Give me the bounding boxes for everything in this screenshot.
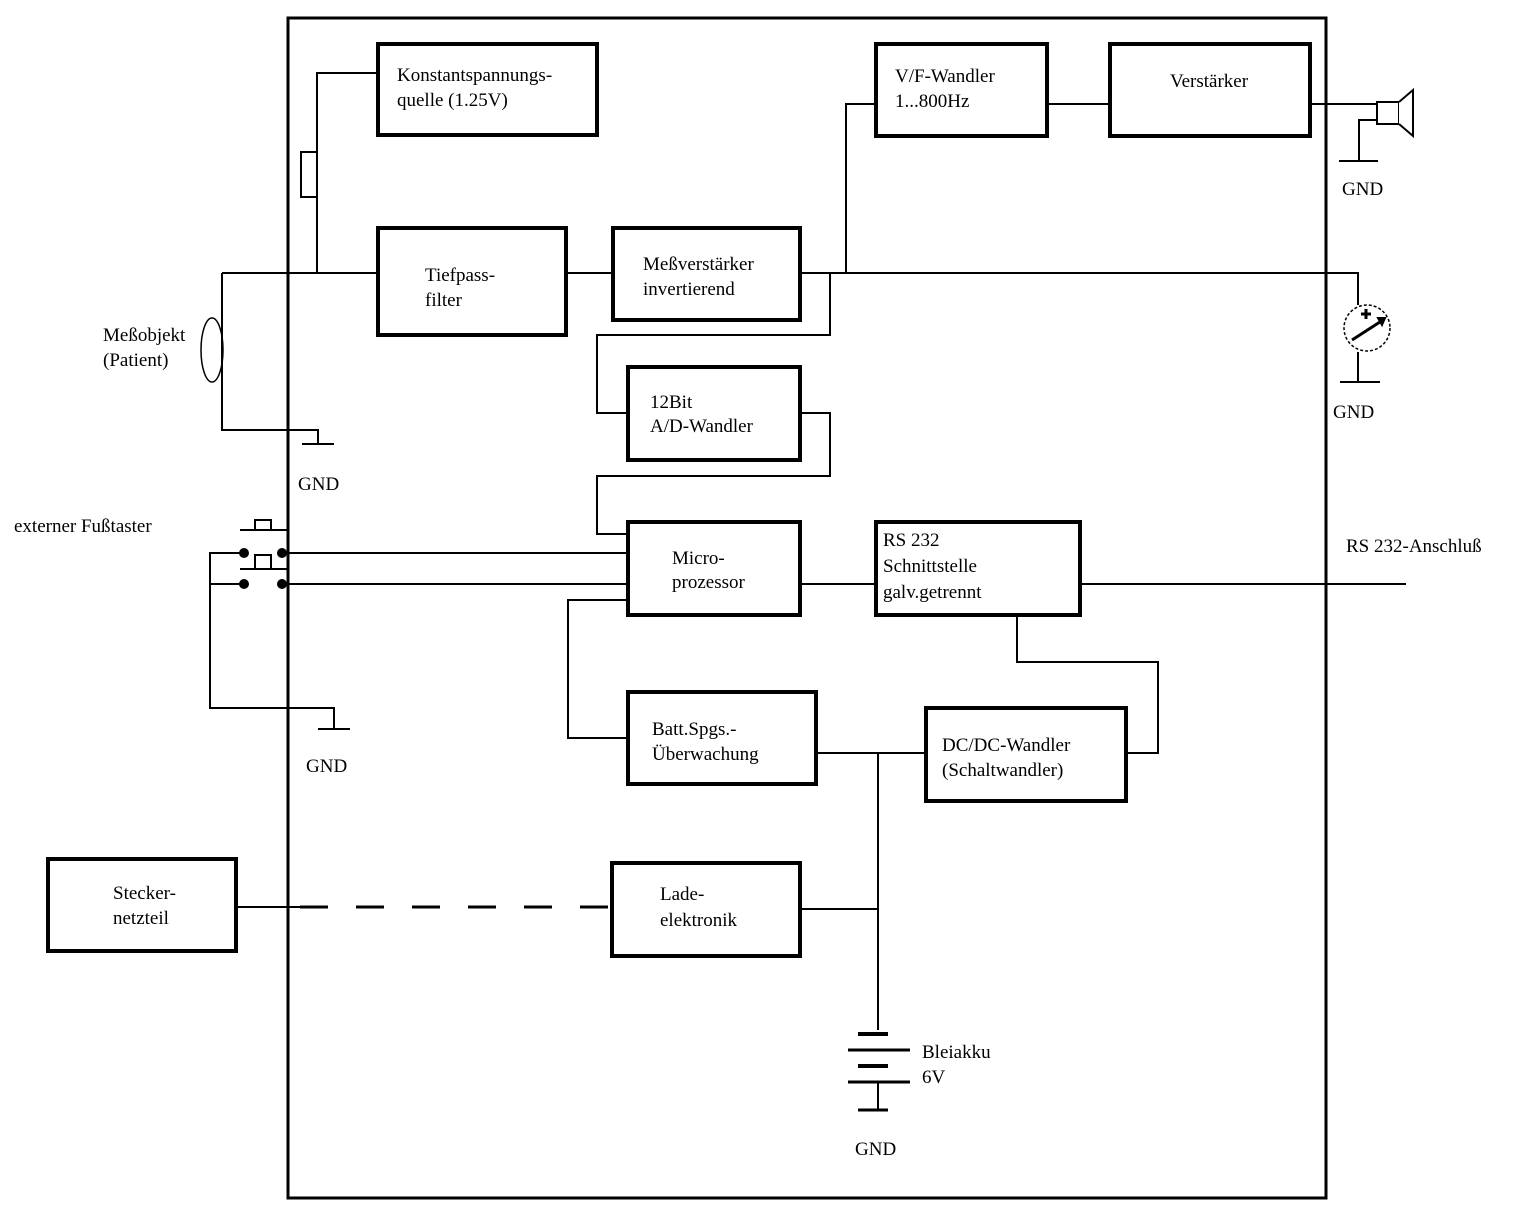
label-fusstaster: externer Fußtaster: [14, 516, 152, 537]
block-microprozessor: Micro- prozessor: [626, 520, 802, 617]
wire-fs-gnd: [209, 552, 335, 728]
electrode-icon: [200, 317, 224, 383]
wires: [209, 72, 1406, 1112]
device-enclosure: [286, 16, 1328, 1200]
svg-text:elektronik: elektronik: [660, 910, 738, 931]
svg-text:netzteil: netzteil: [113, 908, 169, 929]
svg-text:Überwachung: Überwachung: [652, 744, 759, 765]
svg-text:(Schaltwandler): (Schaltwandler): [942, 760, 1063, 781]
resistor-icon: [300, 151, 318, 198]
wire-kq-upper: [316, 72, 378, 152]
block-batt-ueberwachung: Batt.Spgs.- Überwachung: [626, 690, 818, 786]
wire-rs232-dcdc: [1016, 617, 1159, 754]
block-messverstaerker: Meßverstärker invertierend: [611, 226, 802, 322]
svg-text:A/D-Wandler: A/D-Wandler: [650, 416, 754, 437]
wire-adc-micro: [596, 412, 831, 535]
svg-text:quelle (1.25V): quelle (1.25V): [397, 90, 508, 111]
wire-mv-vf: [845, 103, 876, 273]
label-gnd-meter: GND: [1333, 402, 1374, 423]
block-verstaerker: Verstärker: [1108, 42, 1312, 138]
label-gnd-speaker: GND: [1342, 179, 1383, 200]
wire-mv-meter: [800, 272, 1359, 305]
label-gnd-patient: GND: [298, 474, 339, 495]
block-ad-wandler: 12Bit A/D-Wandler: [626, 365, 802, 462]
meter-icon: [1343, 304, 1391, 352]
svg-text:DC/DC-Wandler: DC/DC-Wandler: [942, 735, 1071, 756]
block-vf-wandler: V/F-Wandler 1...800Hz: [874, 42, 1049, 138]
block-ladeelektronik: Lade- elektronik: [610, 861, 802, 958]
label-bleiakku: Bleiakku: [922, 1042, 991, 1063]
svg-text:1...800Hz: 1...800Hz: [895, 91, 969, 112]
svg-text:12Bit: 12Bit: [650, 392, 693, 413]
block-rs232: RS 232 Schnittstelle galv.getrennt: [874, 520, 1082, 617]
svg-text:Lade-: Lade-: [660, 884, 704, 905]
svg-text:filter: filter: [425, 290, 463, 311]
wire-patient-gnd: [221, 273, 319, 444]
block-tiefpass: Tiefpass- filter: [376, 226, 568, 337]
label-messobjekt: Meßobjekt: [103, 325, 186, 346]
svg-text:invertierend: invertierend: [643, 279, 735, 300]
block-konstantspannung: Konstantspannungs- quelle (1.25V): [376, 42, 599, 137]
label-patient: (Patient): [103, 350, 168, 371]
svg-text:Meßverstärker: Meßverstärker: [643, 254, 754, 275]
block-steckernetzteil: Stecker- netzteil: [46, 857, 238, 953]
svg-text:RS 232: RS 232: [883, 530, 940, 551]
label-bleiakku-voltage: 6V: [922, 1067, 946, 1088]
svg-text:Tiefpass-: Tiefpass-: [425, 265, 495, 286]
wire-mv-adc: [596, 273, 831, 414]
svg-text:V/F-Wandler: V/F-Wandler: [895, 66, 995, 87]
svg-text:Batt.Spgs.-: Batt.Spgs.-: [652, 719, 736, 740]
svg-text:galv.getrennt: galv.getrennt: [883, 582, 982, 603]
wire-speaker-gnd: [1358, 119, 1378, 160]
svg-text:Stecker-: Stecker-: [113, 883, 176, 904]
svg-text:Micro-: Micro-: [672, 548, 725, 569]
label-rs232-anschluss: RS 232-Anschluß: [1346, 536, 1482, 557]
svg-text:Konstantspannungs-: Konstantspannungs-: [397, 65, 552, 86]
wire-micro-batt: [567, 599, 628, 739]
label-gnd-battery: GND: [855, 1139, 896, 1160]
footswitch-icon: [239, 519, 288, 589]
svg-text:Schnittstelle: Schnittstelle: [883, 556, 977, 577]
speaker-icon: [1376, 87, 1414, 139]
label-gnd-fusstaster: GND: [306, 756, 347, 777]
svg-text:prozessor: prozessor: [672, 572, 745, 593]
block-dcdc-wandler: DC/DC-Wandler (Schaltwandler): [924, 706, 1128, 803]
svg-text:Verstärker: Verstärker: [1170, 71, 1249, 92]
